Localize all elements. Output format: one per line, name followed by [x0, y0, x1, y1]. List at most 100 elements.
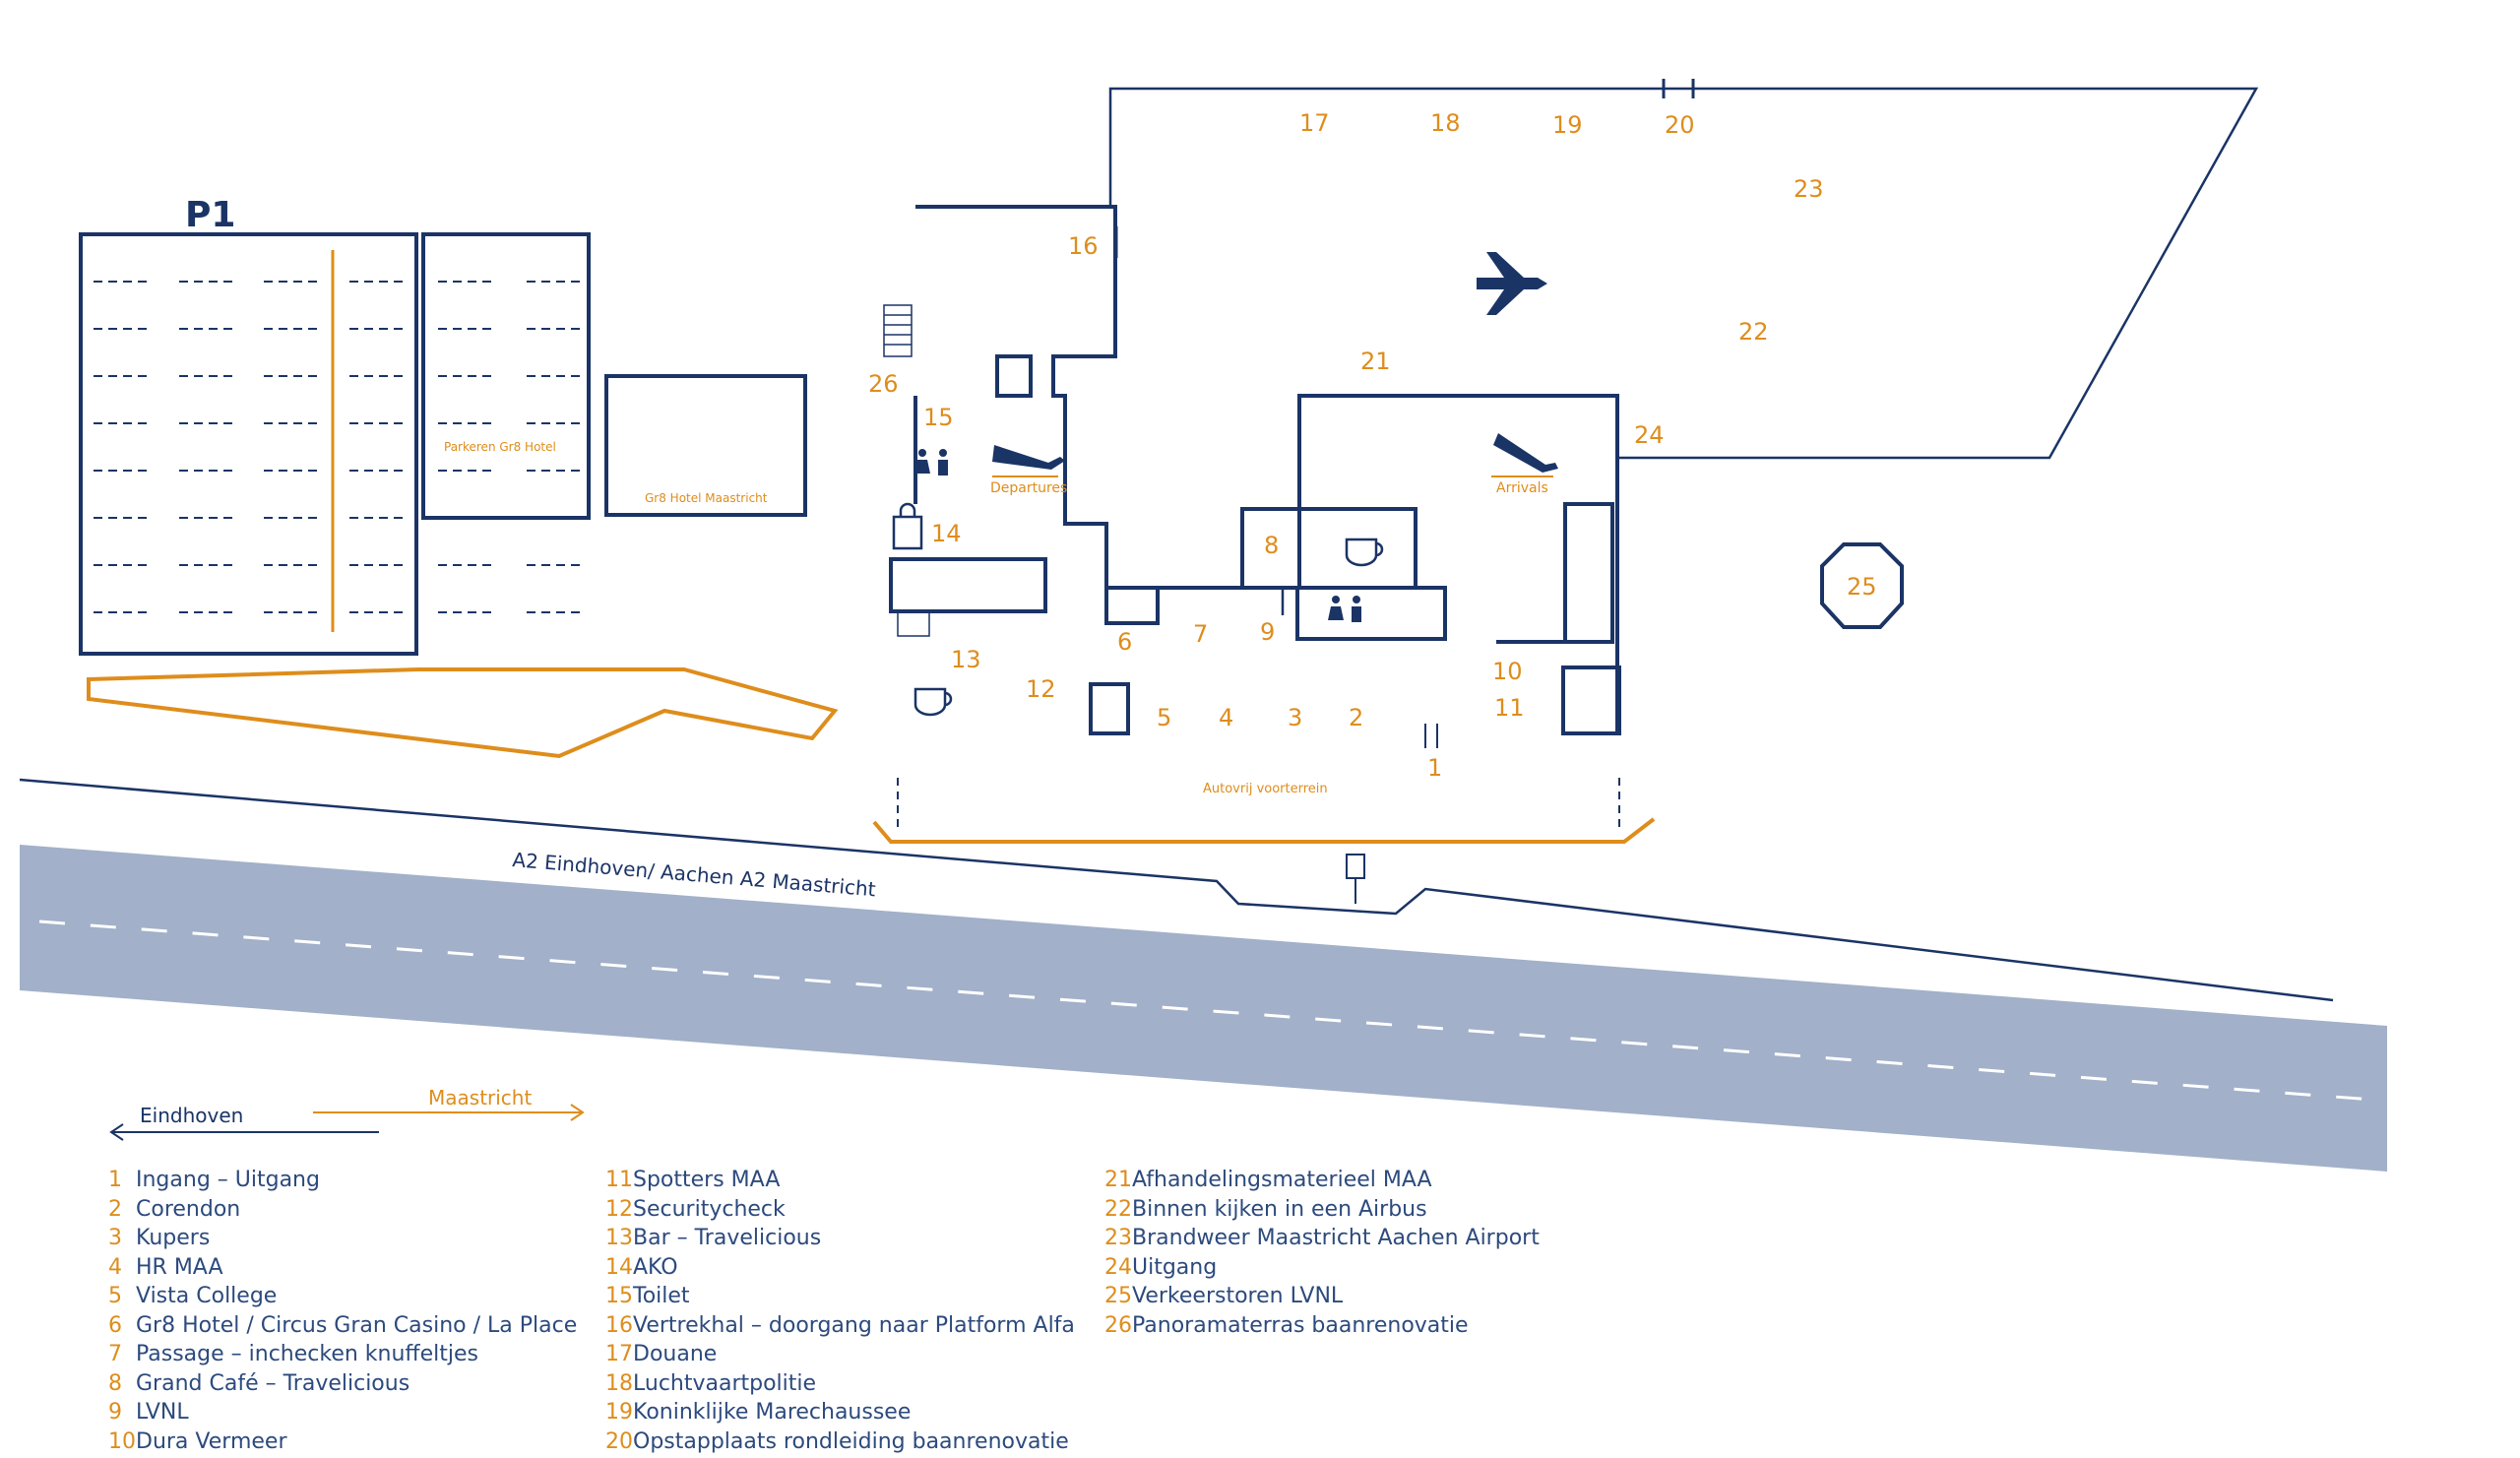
marker-23: 23 — [1794, 175, 1824, 203]
legend-text: LVNL — [136, 1400, 189, 1425]
marker-18: 18 — [1430, 109, 1461, 137]
marker-13: 13 — [951, 646, 981, 673]
coffee-cup-icon-13 — [914, 687, 953, 717]
legend-number: 11 — [605, 1168, 633, 1192]
legend-text: Ingang – Uitgang — [136, 1168, 320, 1192]
legend-item: 3 Kupers — [108, 1224, 577, 1253]
legend-text: Kupers — [136, 1226, 211, 1250]
legend-number: 24 — [1104, 1254, 1132, 1280]
legend-item: 20Opstapplaats rondleiding baanrenovatie — [605, 1427, 1075, 1457]
marker-21: 21 — [1360, 348, 1391, 375]
legend-number: 20 — [605, 1428, 633, 1454]
marker-8: 8 — [1264, 532, 1279, 559]
marker-3: 3 — [1288, 704, 1302, 731]
eindhoven-arrow-head — [109, 1123, 124, 1141]
car-free-label: Autovrij voorterrein — [1203, 782, 1328, 796]
room-11 — [1561, 666, 1621, 735]
legend-text: Dura Vermeer — [136, 1428, 287, 1454]
legend-number: 5 — [108, 1284, 122, 1308]
marker-5: 5 — [1157, 704, 1171, 731]
legend-item: 26Panoramaterras baanrenovatie — [1104, 1311, 1540, 1341]
legend-text: Verkeerstoren LVNL — [1132, 1284, 1344, 1308]
drop-off-lane — [87, 667, 839, 759]
marker-9: 9 — [1260, 618, 1275, 646]
gr8-hotel-building — [604, 374, 807, 517]
legend-item: 5 Vista College — [108, 1282, 577, 1311]
highway-center-dashes — [38, 919, 2373, 1102]
legend-number: 19 — [605, 1400, 633, 1425]
legend-item: 7 Passage – inchecken knuffeltjes — [108, 1340, 577, 1369]
arrivals-icon — [1491, 433, 1558, 477]
legend-item: 17Douane — [605, 1340, 1075, 1369]
room-12-booth — [1089, 682, 1130, 735]
legend-number: 6 — [108, 1312, 122, 1338]
highway-road — [20, 845, 2387, 1172]
stairs-13 — [897, 611, 930, 637]
legend-item: 11Spotters MAA — [605, 1166, 1075, 1195]
stairs-26 — [883, 304, 913, 357]
legend-number: 15 — [605, 1284, 633, 1308]
legend-number: 14 — [605, 1254, 633, 1280]
marker-11: 11 — [1494, 694, 1525, 722]
legend-number: 7 — [108, 1342, 122, 1366]
marker-16: 16 — [1068, 232, 1099, 260]
room-6 — [1104, 586, 1160, 625]
marker-7: 7 — [1193, 620, 1208, 648]
marker-14: 14 — [931, 520, 962, 547]
car-free-zone — [872, 817, 1656, 844]
maastricht-arrow-head — [570, 1104, 585, 1121]
control-tower-25 — [1820, 542, 1904, 629]
marker-24: 24 — [1634, 421, 1665, 449]
room-10 — [1563, 502, 1614, 644]
marker-2: 2 — [1349, 704, 1363, 731]
legend-number: 17 — [605, 1342, 633, 1366]
legend-number: 1 — [108, 1168, 122, 1192]
legend-item: 19Koninklijke Marechaussee — [605, 1398, 1075, 1427]
legend-number: 16 — [605, 1312, 633, 1338]
marker-19: 19 — [1552, 111, 1583, 139]
legend-text: Brandweer Maastricht Aachen Airport — [1132, 1226, 1540, 1250]
legend-item: 25Verkeerstoren LVNL — [1104, 1282, 1540, 1311]
legend-text: Vista College — [136, 1284, 278, 1308]
legend-number: 3 — [108, 1226, 122, 1250]
legend-number: 22 — [1104, 1196, 1132, 1222]
shop-counter — [889, 557, 1047, 613]
legend-number: 18 — [605, 1370, 633, 1396]
legend-item: 24Uitgang — [1104, 1253, 1540, 1283]
marker-17: 17 — [1299, 109, 1330, 137]
legend-item: 13Bar – Travelicious — [605, 1224, 1075, 1253]
marker-12: 12 — [1026, 675, 1056, 703]
legend-text: Koninklijke Marechaussee — [633, 1400, 912, 1425]
legend-text: Spotters MAA — [633, 1168, 781, 1192]
legend-number: 8 — [108, 1370, 122, 1396]
legend-number: 25 — [1104, 1284, 1132, 1308]
legend-number: 21 — [1104, 1168, 1132, 1192]
legend-text: HR MAA — [136, 1254, 223, 1280]
legend-text: Bar – Travelicious — [633, 1226, 822, 1250]
legend-item: 16Vertrekhal – doorgang naar Platform Al… — [605, 1311, 1075, 1341]
legend-text: Panoramaterras baanrenovatie — [1132, 1312, 1469, 1338]
gr8-parking-label: Parkeren Gr8 Hotel — [444, 440, 556, 454]
legend-item: 12Securitycheck — [605, 1195, 1075, 1225]
legend-text: Luchtvaartpolitie — [633, 1370, 817, 1396]
legend-number: 9 — [108, 1400, 122, 1425]
marker-22: 22 — [1738, 318, 1769, 346]
legend-text: AKO — [633, 1254, 678, 1280]
gr8-hotel-label: Gr8 Hotel Maastricht — [645, 491, 768, 505]
toilet-icon-9 — [1328, 596, 1361, 622]
legend-number: 12 — [605, 1196, 633, 1222]
arrivals-label: Arrivals — [1496, 480, 1548, 496]
marker-6: 6 — [1117, 628, 1132, 656]
legend-text: Passage – inchecken knuffeltjes — [136, 1342, 478, 1366]
road-edge-line — [19, 778, 2334, 1002]
bus-stop-icon — [1346, 854, 1365, 904]
p1-parking-spaces — [94, 281, 582, 613]
marker-4: 4 — [1219, 704, 1233, 731]
legend-text: Uitgang — [1132, 1254, 1218, 1280]
legend-text: Corendon — [136, 1196, 241, 1222]
